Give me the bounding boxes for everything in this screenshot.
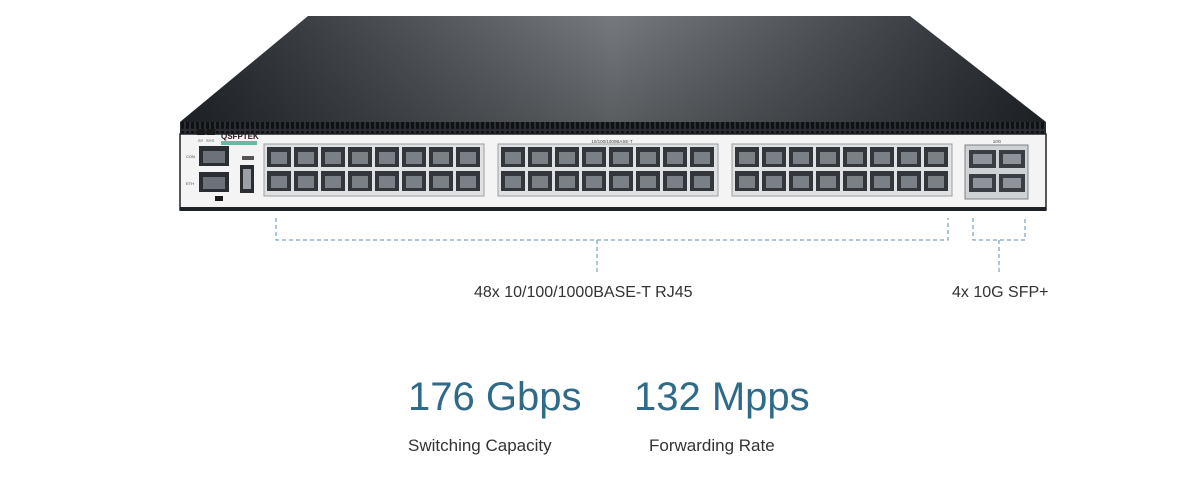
sfp-cage: 10G	[964, 139, 1029, 200]
vent-strip	[180, 122, 1046, 134]
switching-capacity-value: 176 Gbps	[408, 375, 582, 419]
switching-capacity-label: Switching Capacity	[408, 436, 552, 455]
sfp-callout: 4x 10G SFP+	[952, 284, 1049, 301]
rj45-port-groups	[263, 143, 953, 197]
brand-logo: QSFPTEK	[221, 132, 259, 141]
sfp-bracket	[972, 218, 1026, 272]
rj45-callout: 48x 10/100/1000BASE-T RJ45	[474, 284, 693, 301]
forwarding-rate-label: Forwarding Rate	[649, 436, 775, 455]
reset-button	[215, 196, 223, 201]
mgmt-label: ETH	[186, 181, 194, 186]
usb-icon	[242, 156, 254, 160]
management-area: SY SYS QSFPTEK CON ETH	[186, 129, 259, 201]
led-label-2: SYS	[206, 138, 214, 143]
sfp-legend: 10G	[993, 139, 1002, 144]
port-legend: 10/100/1000BASE-T	[591, 139, 633, 144]
led-label-1: SY	[198, 138, 204, 143]
forwarding-rate-value: 132 Mpps	[634, 375, 810, 419]
console-label: CON	[186, 154, 195, 159]
led-block	[197, 129, 205, 135]
rj45-bracket	[275, 218, 949, 272]
